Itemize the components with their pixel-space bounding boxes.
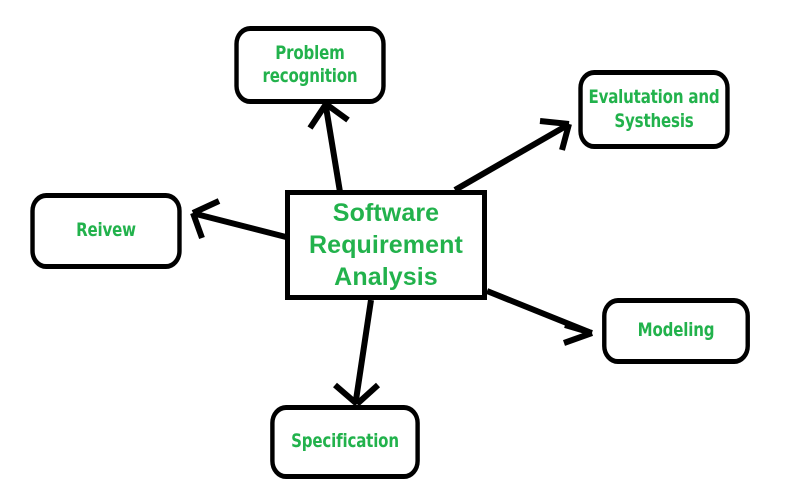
arrowhead-evaluation-and-synthesis [539,118,572,151]
node-review[interactable]: Reivew [30,193,182,269]
node-evaluation-and-synthesis[interactable]: Evalutation and Systhesis [578,70,730,149]
hub-label-line1: Software [332,199,440,227]
node-modeling-label: Modeling [637,319,715,342]
arrowhead-modeling [562,322,594,346]
arrow-to-specification [353,299,374,401]
arrow-to-evaluation-and-synthesis [453,123,568,193]
node-specification[interactable]: Specification [270,405,420,479]
arrowhead-specification [333,382,381,407]
hub-label-line3: Analysis [334,263,438,291]
arrow-to-review [195,211,287,240]
node-problem-recognition[interactable]: Problem recognition [234,26,386,104]
node-problem-recognition-label-line1: Problem [275,41,345,64]
node-specification-label: Specification [291,430,399,453]
node-evaluation-and-synthesis-label-line1: Evalutation and [588,86,720,109]
arrow-to-problem-recognition [323,106,343,193]
node-software-requirement-analysis[interactable]: Software Requirement Analysis [285,190,487,300]
node-modeling[interactable]: Modeling [602,298,750,364]
hub-label-line2: Requirement [309,231,463,259]
node-evaluation-and-synthesis-label-line2: Systhesis [614,109,694,132]
arrowhead-review [190,198,221,240]
node-review-label: Reivew [76,219,136,242]
arrowhead-problem-recognition [307,101,350,130]
arrow-to-modeling [485,288,591,335]
node-problem-recognition-label-line2: recognition [262,65,358,87]
